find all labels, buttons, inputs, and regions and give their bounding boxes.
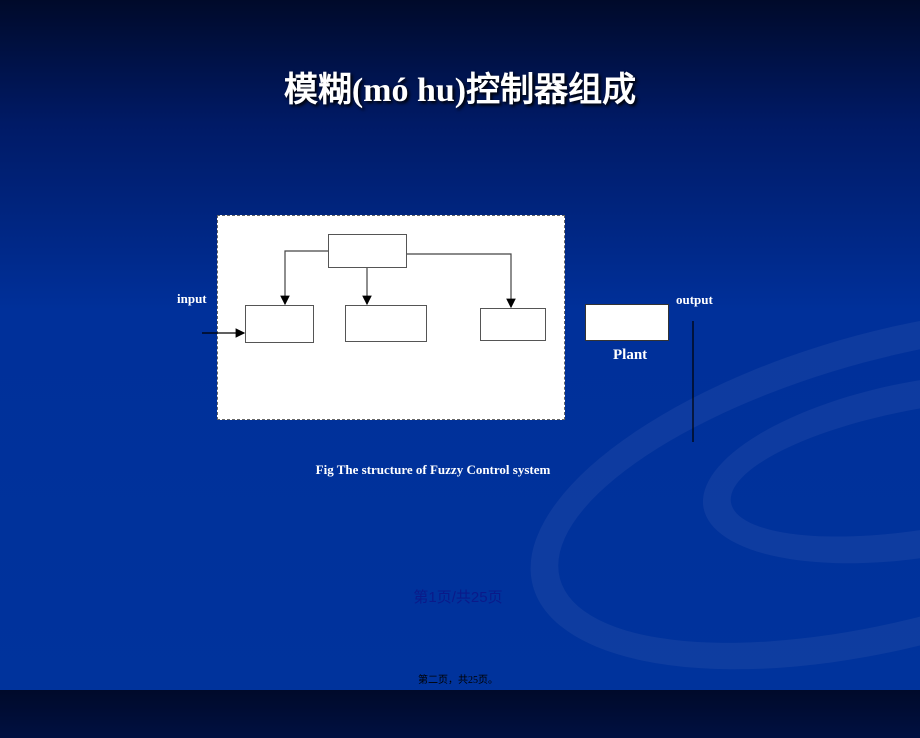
footer-text: 第二页，共25页。 [418,675,498,686]
input-label: input [177,291,207,306]
slide-title: 模糊(mó hu)控制器组成 [283,72,637,109]
page-indicator: 第1页/共25页 [413,589,503,606]
figure-caption: Fig The structure of Fuzzy Control syste… [315,462,551,477]
plant-block [585,304,669,341]
top-block [328,234,407,268]
plant-label: Plant [613,347,648,363]
right-block [480,308,546,341]
diagram-connectors [202,250,694,442]
middle-block [345,305,427,342]
output-label: output [676,292,713,307]
left-block [245,305,314,343]
